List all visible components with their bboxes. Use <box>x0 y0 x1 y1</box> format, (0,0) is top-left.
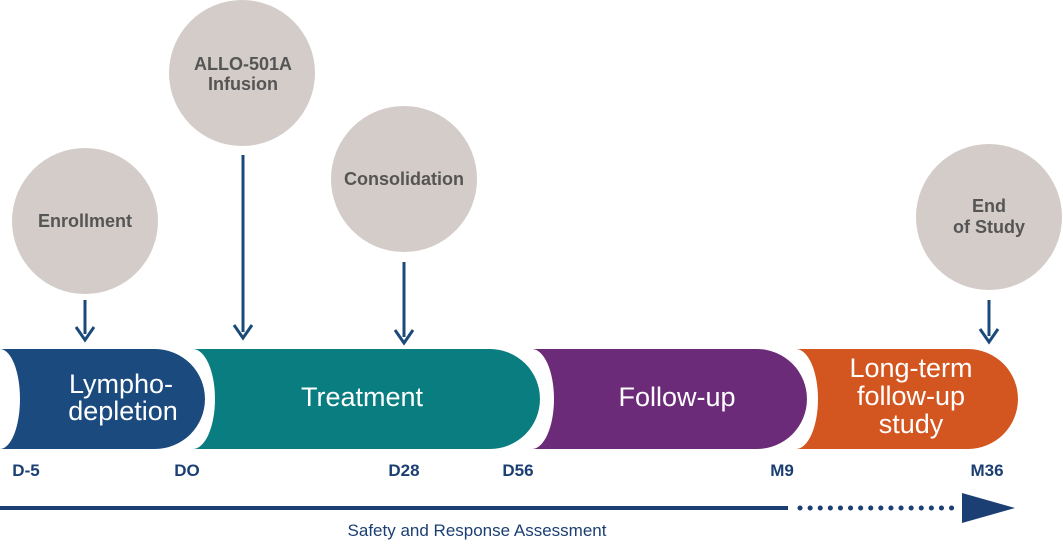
long-term-phase <box>796 349 1018 449</box>
infusion-arrow <box>232 155 254 341</box>
assessment-label: Safety and Response Assessment <box>348 521 607 540</box>
enrollment-label: Enrollment <box>38 211 132 231</box>
end-of-study-label-line2: of Study <box>953 217 1025 237</box>
long-term-label-line3: study <box>879 409 944 439</box>
timepoint-d28: D28 <box>388 461 419 480</box>
follow-up-phase <box>532 349 807 449</box>
timepoint-d56: D56 <box>502 461 533 480</box>
assessment-arrowhead <box>962 493 1015 523</box>
lymphodepletion-phase <box>0 349 205 449</box>
consolidation-arrow <box>393 262 415 346</box>
treatment-phase <box>193 349 540 449</box>
long-term-label-line2: follow-up <box>857 381 965 411</box>
enrollment-arrow <box>74 300 96 343</box>
long-term-label-line1: Long-term <box>849 353 972 383</box>
timepoint-d0: DO <box>174 461 200 480</box>
treatment-label: Treatment <box>301 382 424 412</box>
timepoint-m9: M9 <box>770 461 794 480</box>
infusion-label-line1: ALLO-501A <box>194 54 292 74</box>
timepoint-d-minus-5: D-5 <box>12 461 39 480</box>
timepoint-m36: M36 <box>970 461 1003 480</box>
infusion-label-line2: Infusion <box>208 74 278 94</box>
follow-up-label: Follow-up <box>618 382 735 412</box>
end-of-study-label-line1: End <box>972 196 1006 216</box>
end-of-study-arrow <box>978 300 1000 345</box>
enrollment-circle <box>12 148 158 294</box>
consolidation-circle <box>331 106 477 252</box>
lymphodepletion-label-line1: Lympho- <box>69 369 173 399</box>
infusion-circle <box>169 0 315 146</box>
lymphodepletion-label-line2: depletion <box>68 396 178 426</box>
end-of-study-circle <box>916 144 1062 290</box>
consolidation-label: Consolidation <box>344 169 464 189</box>
